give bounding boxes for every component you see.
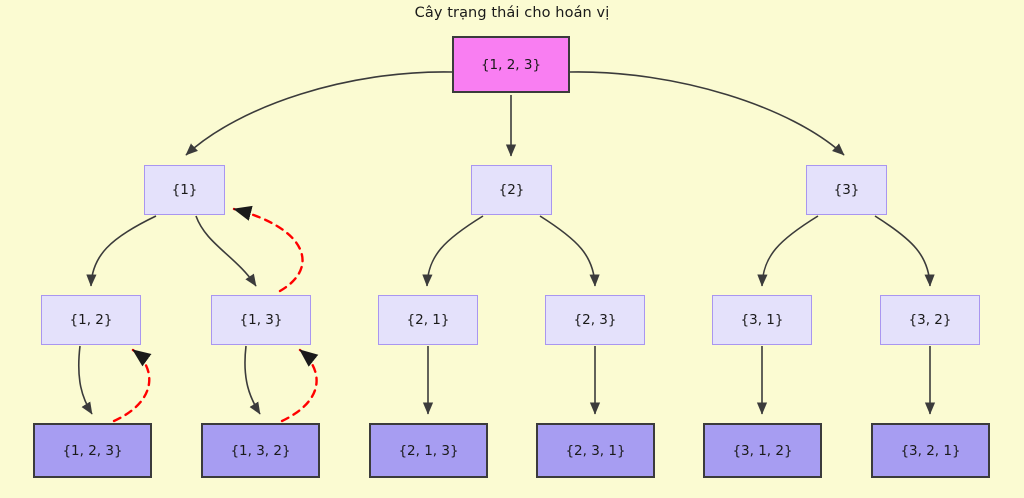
node-label: {3, 2, 1}	[900, 442, 961, 459]
edge-n1-to-n12	[86, 215, 157, 287]
node-3[interactable]: {3}	[806, 165, 887, 215]
node-label: {2, 1, 3}	[398, 442, 459, 459]
edge-root-to-n1	[185, 71, 453, 156]
node-1-2-3[interactable]: {1, 2, 3}	[33, 423, 152, 478]
node-1-3[interactable]: {1, 3}	[211, 295, 311, 345]
edge-n1-to-n13	[195, 215, 257, 287]
node-label: {1}	[171, 182, 198, 198]
node-label: {3}	[833, 182, 860, 198]
node-label: {1, 3, 2}	[230, 442, 291, 459]
node-label: {3, 1}	[740, 312, 784, 328]
edge-root-to-n3	[569, 71, 845, 156]
node-label: {2, 3, 1}	[565, 442, 626, 459]
node-3-1-2[interactable]: {3, 1, 2}	[703, 423, 822, 478]
node-label: {3, 2}	[908, 312, 952, 328]
node-1-3-2[interactable]: {1, 3, 2}	[201, 423, 320, 478]
edge-n12-to-l123	[77, 345, 93, 415]
node-3-2[interactable]: {3, 2}	[880, 295, 980, 345]
node-2-1-3[interactable]: {2, 1, 3}	[369, 423, 488, 478]
node-2-3-1[interactable]: {2, 3, 1}	[536, 423, 655, 478]
edge-n13-to-l132	[244, 345, 261, 415]
node-1-2[interactable]: {1, 2}	[41, 295, 141, 345]
node-label: {1, 2, 3}	[480, 56, 542, 73]
backtrack-edge-n13-to-n1	[232, 205, 304, 293]
node-root[interactable]: {1, 2, 3}	[452, 36, 570, 93]
node-2[interactable]: {2}	[471, 165, 552, 215]
node-2-1[interactable]: {2, 1}	[378, 295, 478, 345]
node-label: {1, 2}	[69, 312, 113, 328]
node-3-1[interactable]: {3, 1}	[712, 295, 812, 345]
node-1[interactable]: {1}	[144, 165, 225, 215]
tree-edges-backtrack	[112, 205, 319, 423]
edge-n2-to-n21	[422, 215, 484, 287]
edge-n3-to-n31	[757, 215, 819, 287]
node-3-2-1[interactable]: {3, 2, 1}	[871, 423, 990, 478]
page-title: Cây trạng thái cho hoán vị	[414, 5, 610, 21]
node-label: {1, 2, 3}	[62, 442, 123, 459]
edge-n3-to-n32	[874, 215, 935, 287]
node-label: {1, 3}	[239, 312, 283, 328]
backtrack-edge-l132-to-n13	[280, 348, 319, 423]
node-label: {2, 3}	[573, 312, 617, 328]
edge-n2-to-n23	[539, 215, 600, 287]
tree-edges-solid	[77, 71, 936, 415]
node-label: {3, 1, 2}	[732, 442, 793, 459]
backtrack-edge-l123-to-n12	[112, 348, 152, 423]
node-label: {2}	[498, 182, 525, 198]
node-2-3[interactable]: {2, 3}	[545, 295, 645, 345]
node-label: {2, 1}	[406, 312, 450, 328]
